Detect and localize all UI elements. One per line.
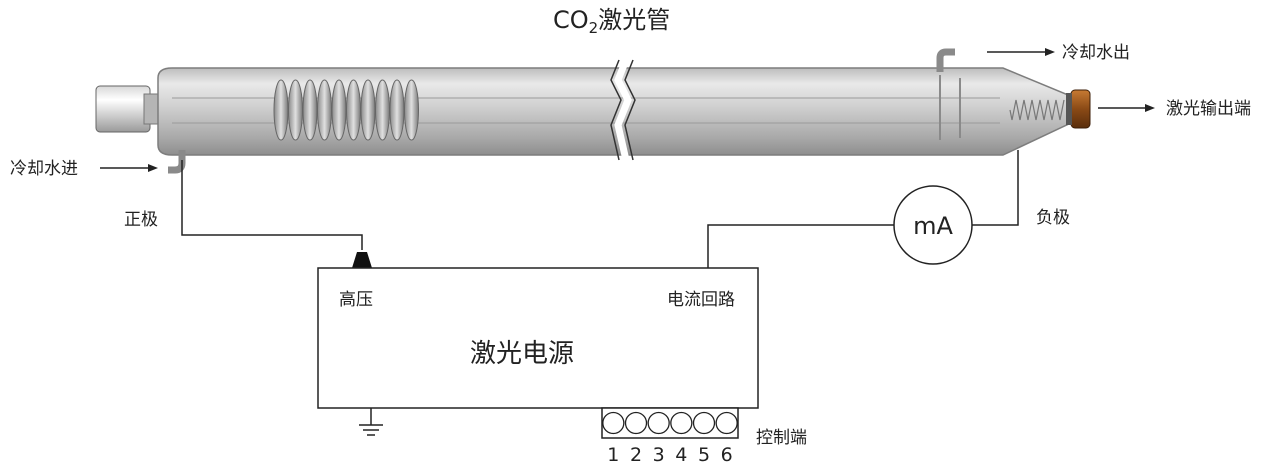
terminal-5 <box>692 411 716 435</box>
diagram-title: CO2激光管 <box>553 6 670 37</box>
cooling-in-label-group: 冷却水进 <box>10 159 158 179</box>
terminal-number-6: 6 <box>721 444 733 466</box>
terminal-6 <box>715 411 738 435</box>
tube-end-cap <box>95 85 151 133</box>
terminal-3 <box>647 411 670 435</box>
cooling-outlet-nozzle <box>936 48 955 72</box>
terminal-number-4: 4 <box>675 444 687 466</box>
ground-icon <box>359 408 383 436</box>
coil-loop <box>404 79 419 141</box>
coil-loop <box>375 79 390 141</box>
cooling-in-label: 冷却水进 <box>10 159 78 179</box>
coil-loop <box>288 79 303 141</box>
output-spring <box>1009 99 1065 121</box>
high-voltage-label: 高压 <box>339 290 373 310</box>
coil-loop <box>360 79 376 141</box>
coil-loop <box>302 79 318 141</box>
cooling-out-label-group: 冷却水出 <box>987 43 1130 63</box>
terminal-number-5: 5 <box>698 444 710 466</box>
coil-loop <box>389 79 405 141</box>
current-loop-label: 电流回路 <box>667 290 735 310</box>
terminal-4 <box>670 411 693 435</box>
output-window <box>1070 89 1091 129</box>
coil-loop <box>346 79 361 141</box>
cooling-out-label: 冷却水出 <box>1062 43 1130 63</box>
terminal-2 <box>624 411 648 435</box>
milliammeter-label: mA <box>913 212 953 240</box>
cathode-label: 负极 <box>1036 208 1070 228</box>
terminal-number-2: 2 <box>630 444 642 466</box>
cooling-coil <box>273 79 419 141</box>
laser-output-label: 激光输出端 <box>1166 99 1251 119</box>
control-label: 控制端 <box>756 428 807 448</box>
cathode-wire <box>707 150 1019 268</box>
terminal-number-1: 1 <box>607 444 619 466</box>
terminal-number-3: 3 <box>653 444 665 466</box>
laser-power-supply: 高压 电流回路 激光电源 <box>317 267 759 409</box>
milliammeter: mA <box>893 185 973 265</box>
anode-label: 正极 <box>124 210 158 230</box>
coil-loop <box>273 79 289 141</box>
anode-wire <box>181 160 363 250</box>
hv-connector <box>352 252 372 268</box>
power-supply-label: 激光电源 <box>470 339 574 369</box>
laser-output-label-group: 激光输出端 <box>1098 99 1251 119</box>
coil-loop <box>317 79 332 141</box>
laser-tube <box>95 48 1091 174</box>
coil-loop <box>331 79 347 141</box>
terminal-1 <box>602 411 625 435</box>
tube-break-mark <box>614 58 632 161</box>
